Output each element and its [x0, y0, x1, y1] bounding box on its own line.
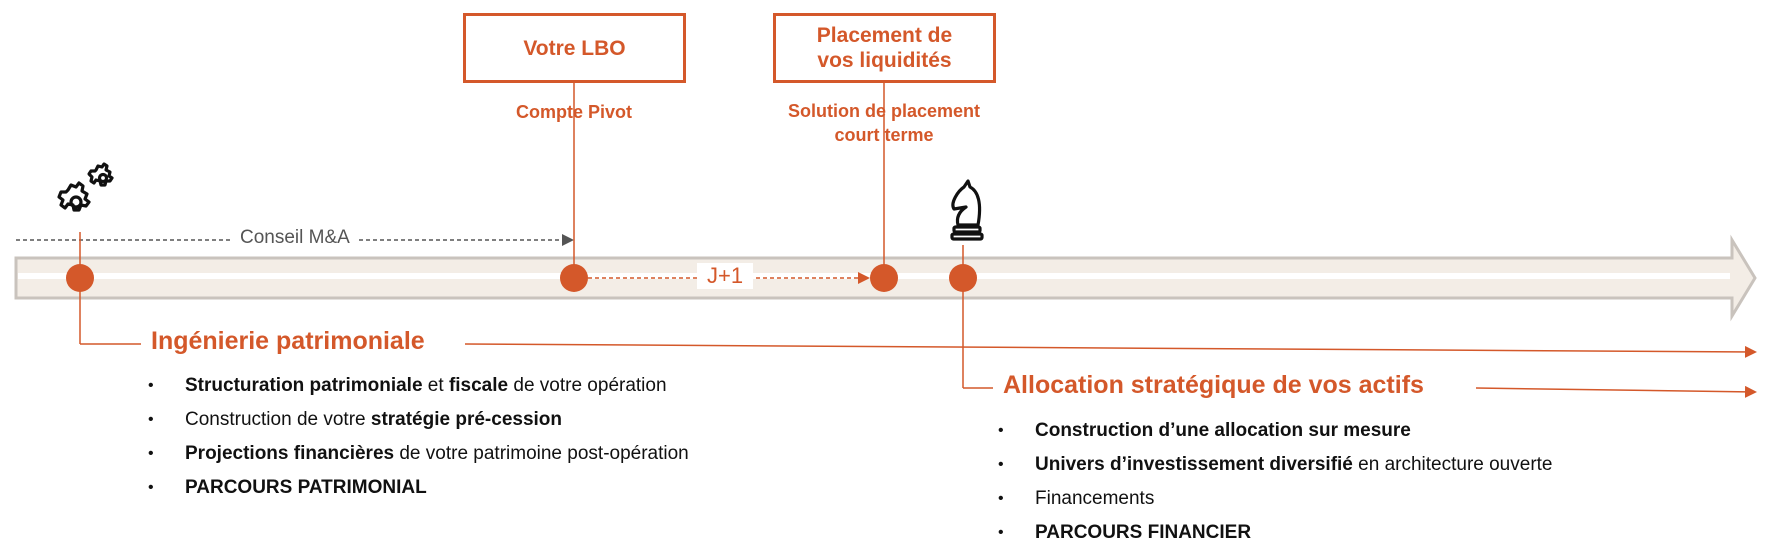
item-bold: PARCOURS PATRIMONIAL	[185, 477, 427, 498]
timeline-dot-placement	[870, 264, 898, 292]
ingenierie-arrow	[464, 343, 1757, 358]
allocation-arrow	[1475, 385, 1757, 398]
ingenierie-heading: Ingénierie patrimoniale	[141, 327, 435, 356]
conseil-label: Conseil M&A	[232, 227, 358, 249]
item-text: de votre patrimoine post-opération	[394, 443, 689, 464]
placement-box-title-line2: vos liquidités	[817, 49, 952, 72]
lbo-subtitle: Compte Pivot	[515, 102, 632, 122]
lbo-box-title: Votre LBO	[523, 36, 626, 60]
list-item: Financements	[998, 482, 1553, 516]
list-item: PARCOURS FINANCIER	[998, 516, 1553, 550]
list-item: PARCOURS PATRIMONIAL	[148, 471, 689, 505]
list-item: Construction de votre stratégie pré-cess…	[148, 403, 689, 437]
item-bold: stratégie pré-cession	[370, 409, 563, 430]
list-item: Univers d’investissement diversifié en a…	[998, 448, 1553, 482]
list-item: Projections financières de votre patrimo…	[148, 437, 689, 471]
ingenierie-list: Structuration patrimoniale et fiscale de…	[148, 369, 689, 505]
lbo-box: Votre LBO	[463, 13, 686, 83]
item-text: et	[422, 375, 449, 396]
item-bold: PARCOURS FINANCIER	[1035, 522, 1252, 543]
item-bold: Construction d’une allocation sur mesure	[1035, 420, 1411, 441]
item-text: Financements	[1035, 488, 1155, 509]
item-bold: Univers d’investissement diversifié	[1035, 454, 1353, 475]
placement-subtitle-line1: Solution de placement	[787, 101, 981, 121]
timeline-dot-lbo	[560, 264, 588, 292]
list-item: Structuration patrimoniale et fiscale de…	[148, 369, 689, 403]
gears-icon	[57, 162, 114, 212]
item-text: en architecture ouverte	[1352, 454, 1553, 475]
allocation-list: Construction d’une allocation sur mesure…	[998, 414, 1553, 550]
list-item: Construction d’une allocation sur mesure	[998, 414, 1553, 448]
placement-subtitle-line2: court terme	[834, 125, 934, 145]
timeline-dot-allocation	[949, 264, 977, 292]
item-text: Construction de votre	[185, 409, 371, 430]
timeline-dot-start	[66, 264, 94, 292]
j1-label: J+1	[697, 263, 754, 289]
item-bold: Structuration patrimoniale	[185, 375, 423, 396]
placement-box-title-line1: Placement de	[816, 24, 953, 47]
chess-knight-icon	[950, 179, 984, 241]
item-bold: fiscale	[448, 375, 509, 396]
placement-box: Placement de vos liquidités	[773, 13, 996, 83]
placement-subtitle: Solution de placement court terme	[764, 99, 1004, 147]
allocation-heading: Allocation stratégique de vos actifs	[993, 371, 1434, 400]
item-text: de votre opération	[508, 375, 667, 396]
item-bold: Projections financières	[185, 443, 395, 464]
